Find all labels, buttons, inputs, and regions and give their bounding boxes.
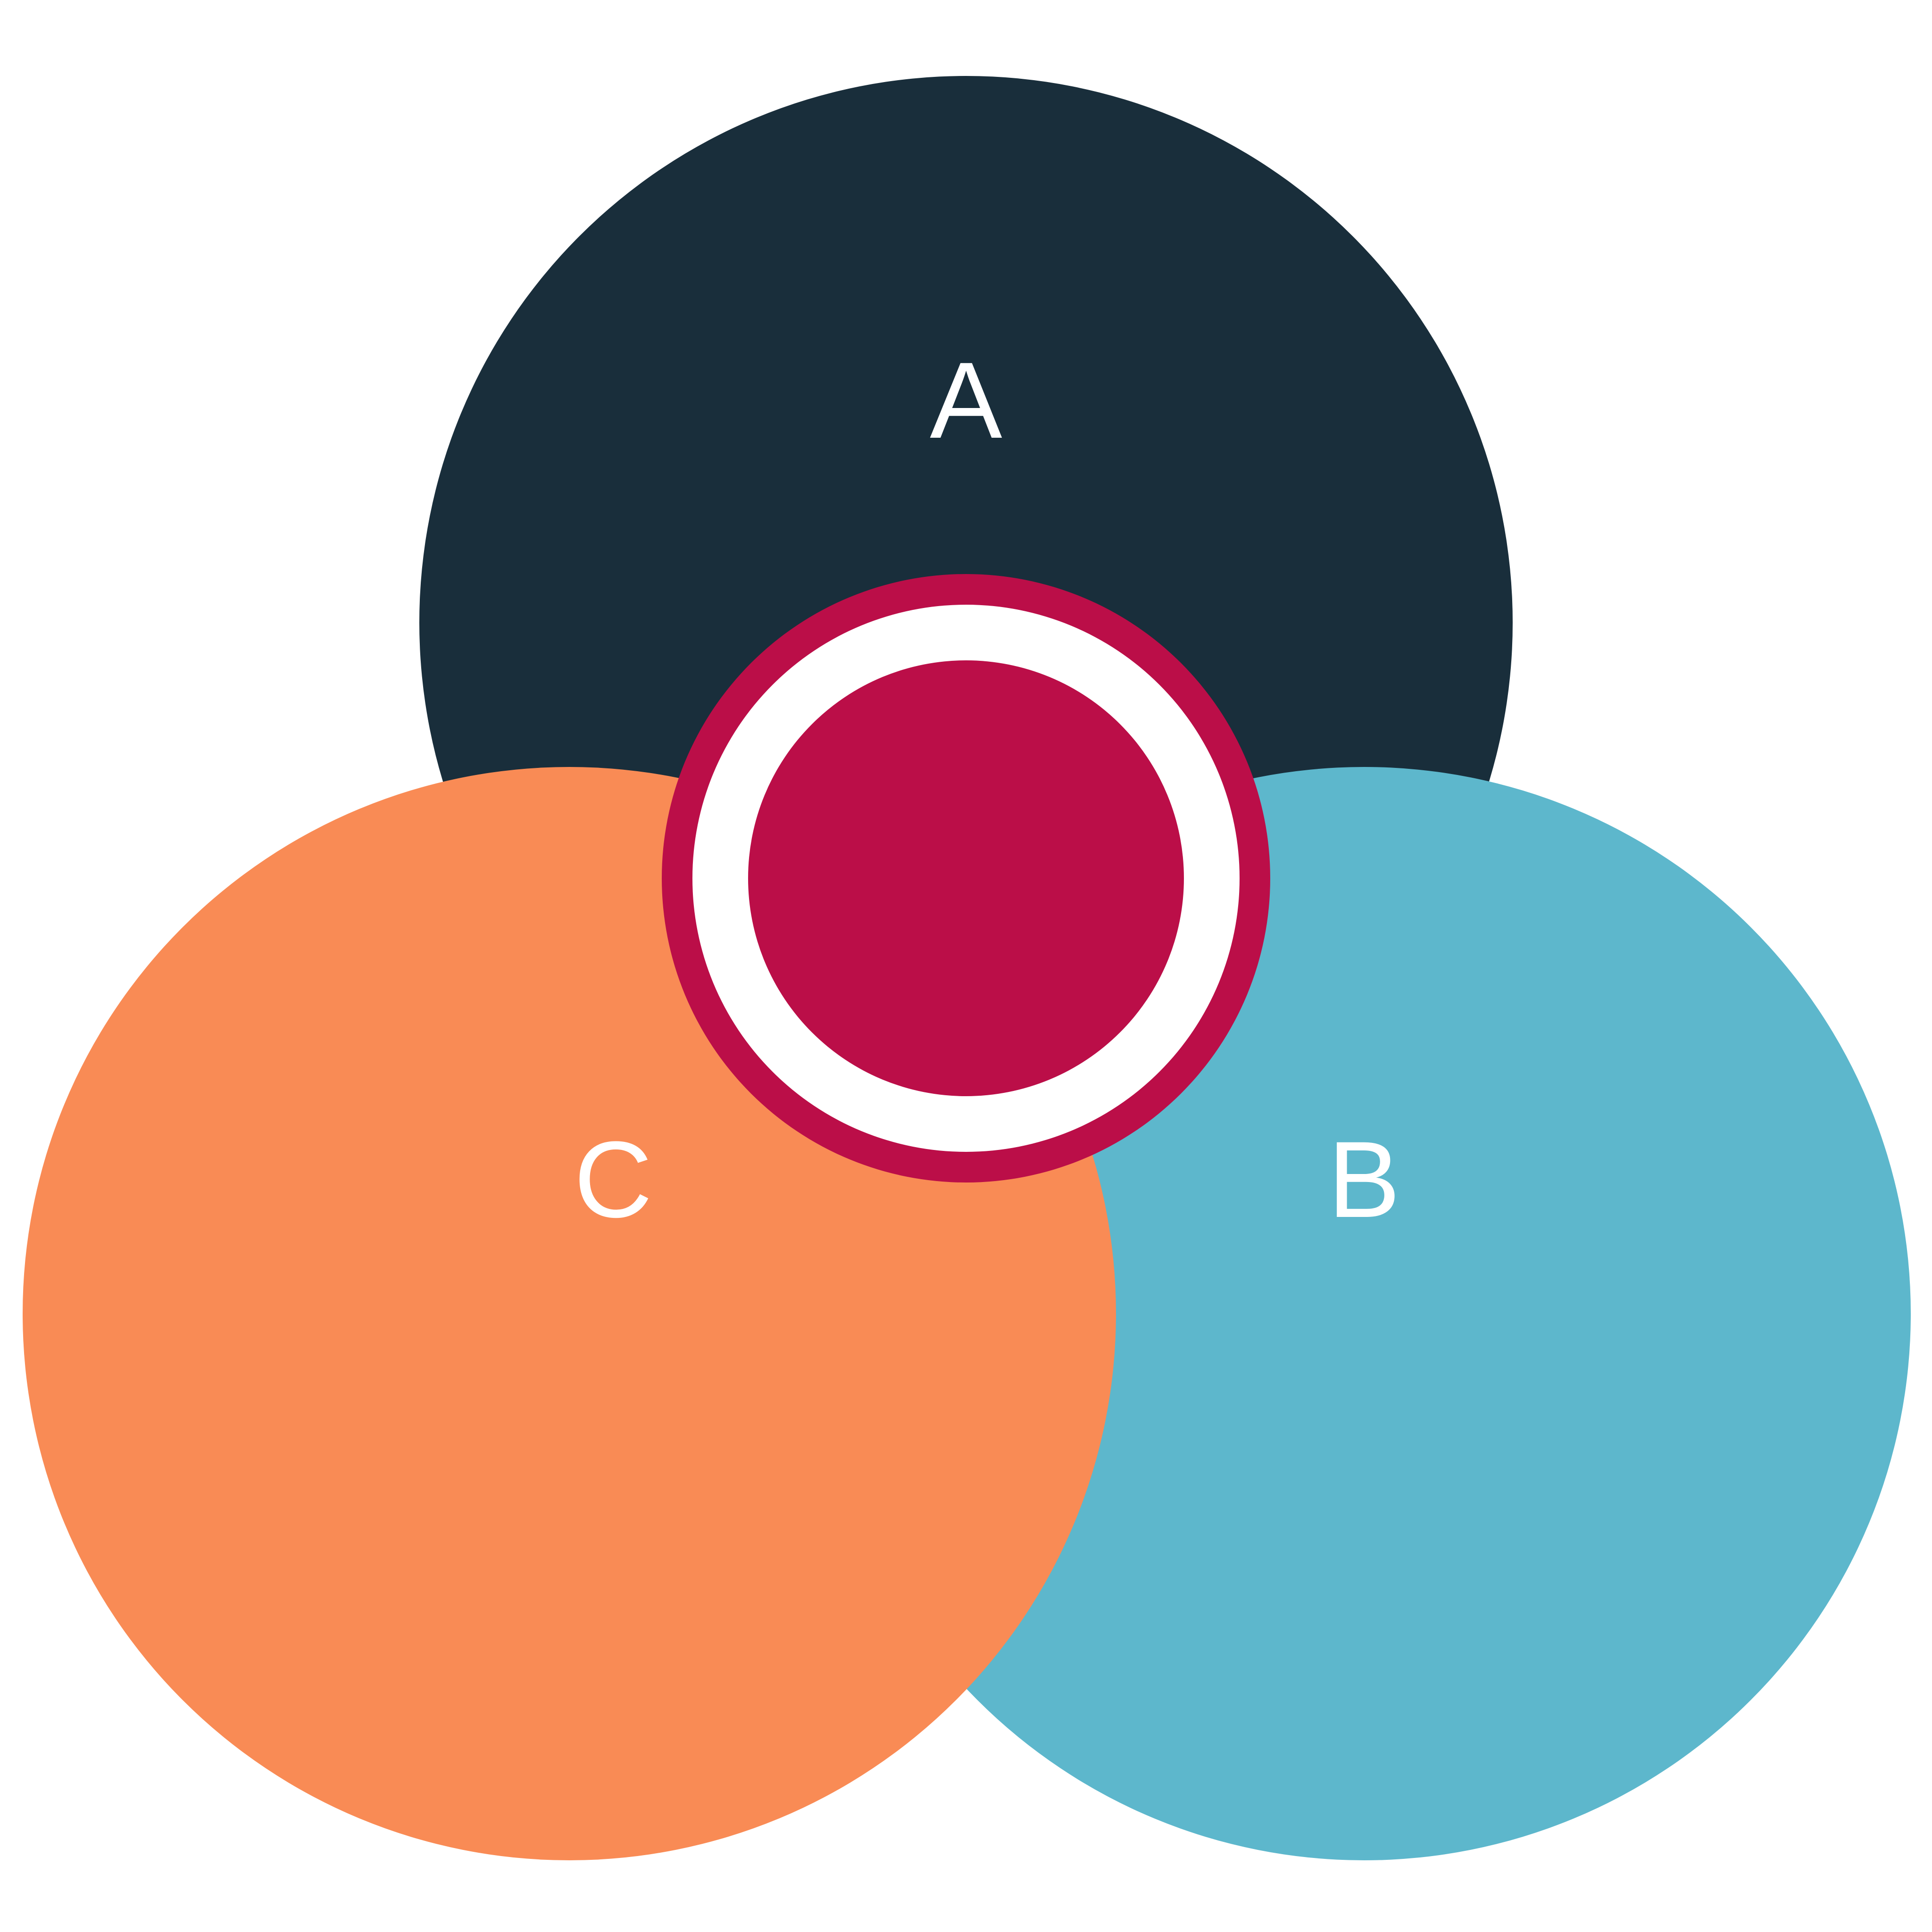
set-c-label: C: [574, 1119, 652, 1240]
set-a-label: A: [930, 340, 1002, 461]
center-core: [748, 660, 1184, 1096]
set-b-label: B: [1328, 1119, 1400, 1240]
